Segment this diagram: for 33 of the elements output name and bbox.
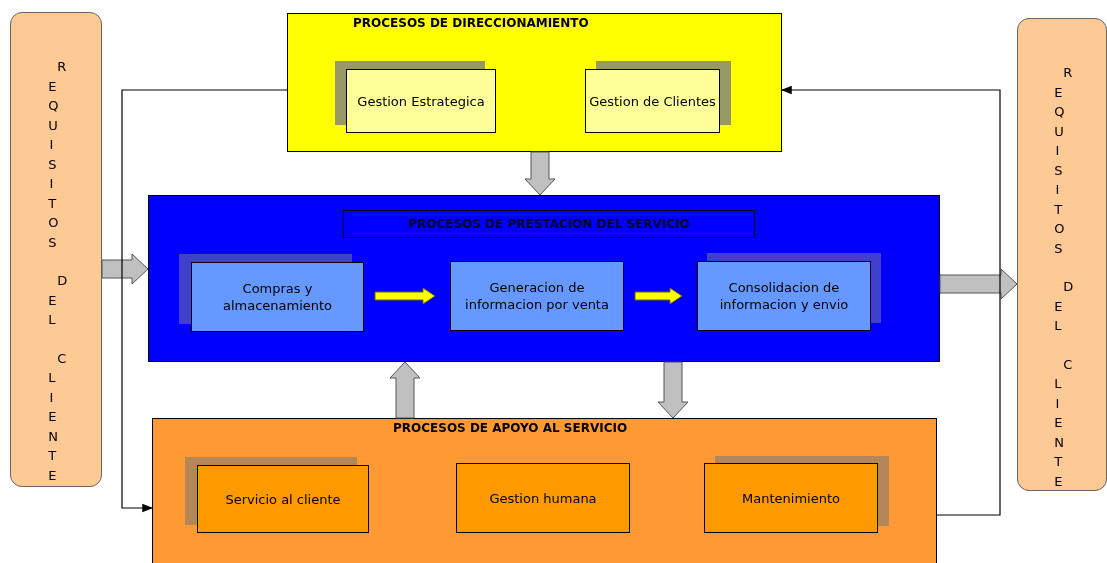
- box-label: Mantenimiento: [742, 489, 840, 507]
- block-arrow: [389, 361, 421, 419]
- box-label: Gestion de Clientes: [589, 92, 716, 110]
- process-group: [287, 13, 782, 152]
- requirements-panel: [1017, 18, 1107, 491]
- process-box: [191, 262, 364, 332]
- block-arrow: [939, 268, 1018, 300]
- box-label: Gestion humana: [489, 489, 597, 507]
- process-box: [450, 261, 624, 331]
- connector-arrow: [121, 89, 288, 513]
- box-label: Compras y almacenamiento: [221, 280, 334, 314]
- process-box: [585, 69, 720, 133]
- block-arrow: [374, 287, 436, 305]
- process-box: [456, 463, 630, 533]
- process-box: [697, 261, 871, 331]
- process-group: [148, 195, 940, 362]
- process-box: [346, 69, 496, 133]
- group-heading: PROCESOS DE APOYO AL SERVICIO: [393, 421, 628, 435]
- connector-arrow: [780, 85, 1001, 516]
- group-heading: PROCESOS DE PRESTACION DEL SERVICIO: [343, 210, 755, 238]
- process-box: [704, 463, 878, 533]
- block-arrow: [524, 151, 556, 196]
- box-label: Servicio al cliente: [225, 490, 341, 508]
- block-arrow: [634, 287, 683, 305]
- block-arrow: [101, 253, 149, 285]
- block-arrow: [657, 361, 689, 419]
- box-label: Consolidacion de informacion y envio: [718, 279, 850, 313]
- process-group: [152, 418, 937, 563]
- group-heading: PROCESOS DE DIRECCIONAMIENTO: [353, 16, 589, 30]
- process-box: [197, 465, 369, 533]
- box-label: Generacion de informacion por venta: [464, 279, 610, 313]
- box-label: Gestion Estrategica: [357, 92, 485, 110]
- requirements-panel: [10, 12, 102, 487]
